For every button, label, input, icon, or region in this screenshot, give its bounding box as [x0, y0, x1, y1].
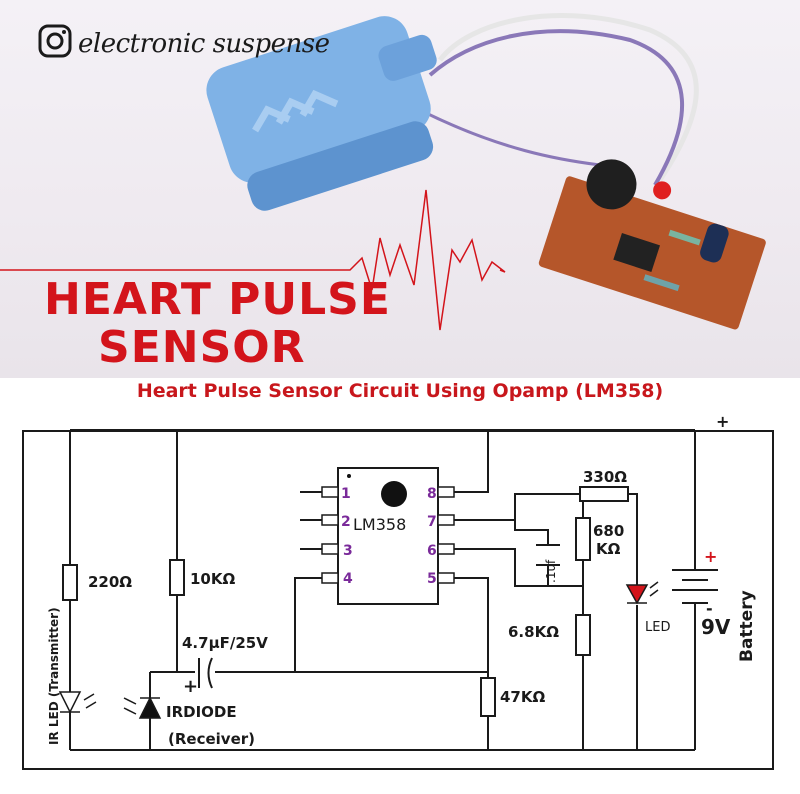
resistor-10k	[169, 559, 185, 596]
label-battery: Battery	[737, 590, 757, 662]
resistor-220	[62, 564, 78, 601]
label-47k: 47KΩ	[500, 688, 545, 706]
wire-pin5	[445, 577, 489, 750]
pin-label-3: 3	[343, 543, 353, 559]
pin-label-8: 8	[427, 486, 437, 502]
finger-clip	[206, 16, 437, 211]
brand-handle: electronic suspense	[78, 28, 330, 59]
label-330: 330Ω	[583, 468, 627, 486]
pin-label-1: 1	[341, 486, 351, 502]
brand-watermark: electronic suspense	[38, 24, 330, 63]
label-cap: 4.7µF/25V	[182, 634, 268, 652]
label-irled: IR LED (Transmitter)	[47, 607, 61, 745]
hero-title-line1: HEART PULSE	[44, 274, 391, 325]
wire-receiver	[149, 671, 195, 750]
resistor-330	[579, 486, 629, 502]
ic-notch	[381, 481, 407, 507]
irled-symbol	[58, 691, 97, 714]
label-680k-bottom: KΩ	[596, 540, 621, 558]
label-9v: 9V	[701, 615, 731, 639]
sensor-wire-2	[428, 29, 685, 187]
circuit-title: Heart Pulse Sensor Circuit Using Opamp (…	[136, 380, 664, 402]
led-symbol	[625, 581, 659, 605]
hero-title-line2: SENSOR	[98, 322, 306, 373]
sensor-wire-3	[419, 108, 601, 167]
pin-label-6: 6	[427, 543, 437, 559]
label-minus-battery: -	[706, 599, 713, 618]
capacitor-4u7	[198, 657, 213, 689]
label-680k-top: 680	[593, 522, 624, 540]
pin-label-2: 2	[341, 514, 351, 530]
label-irdiode: IRDIODE	[166, 703, 237, 721]
pin-label-5: 5	[427, 571, 437, 587]
wire-330	[628, 493, 638, 750]
label-receiver: (Receiver)	[168, 730, 255, 748]
label-led: LED	[645, 620, 670, 635]
ic-pins	[321, 486, 455, 584]
wire-pin8	[445, 430, 489, 493]
label-6k8: 6.8KΩ	[508, 623, 559, 641]
label-cap-plus: +	[183, 676, 198, 697]
pcb-board	[538, 159, 766, 330]
resistor-6k8	[575, 614, 591, 656]
photo-illustration	[0, 13, 766, 331]
resistor-47k	[480, 677, 496, 717]
irdiode-symbol	[123, 696, 162, 719]
label-plus-battery: +	[704, 547, 717, 566]
label-220: 220Ω	[88, 573, 132, 591]
label-plus-top: +	[716, 412, 729, 431]
sensor-wire	[438, 13, 699, 182]
product-photo: electronic suspense HEART PULSE SENSOR	[0, 0, 800, 378]
label-10k: 10KΩ	[190, 570, 235, 588]
ic-label: LM358	[353, 515, 406, 534]
pin-label-4: 4	[343, 571, 353, 587]
battery-symbol	[672, 569, 718, 604]
resistor-680k	[575, 517, 591, 561]
wire-pin7	[445, 493, 580, 545]
wire-cap	[215, 577, 488, 673]
wire-pin6	[445, 548, 583, 587]
pulse-waveform	[0, 189, 506, 331]
instagram-icon	[38, 24, 72, 63]
label-0u1: .1uf	[544, 559, 558, 583]
capacitor-0u1	[536, 544, 560, 566]
pin-label-7: 7	[427, 514, 437, 530]
